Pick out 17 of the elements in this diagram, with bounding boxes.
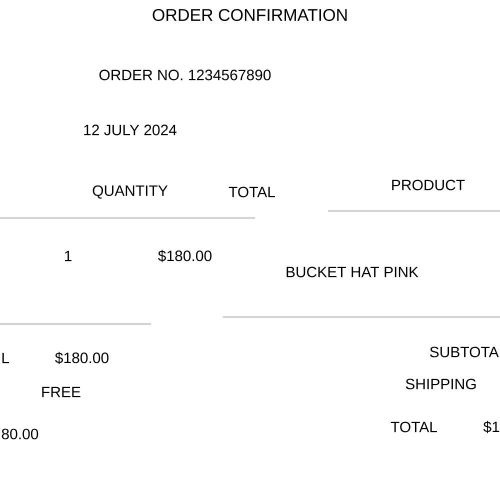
label-text: $180.00 xyxy=(55,352,108,364)
label-text: 12 JULY 2024 xyxy=(84,124,177,136)
label-text: BUCKET HAT PINK xyxy=(286,266,418,278)
label-text: TOTAL xyxy=(390,422,437,432)
label-text: $180.00 xyxy=(158,250,212,262)
label-text: L xyxy=(2,352,10,364)
label-text: SHIPPING xyxy=(406,378,476,390)
label-text: 80.00 xyxy=(2,428,38,440)
label-text: QUANTITY xyxy=(92,185,168,199)
label-text: TOTAL xyxy=(228,186,275,198)
label-text: ORDER NO. 1234567890 xyxy=(99,70,271,80)
label-text: FREE xyxy=(42,386,80,398)
label-text: 1 xyxy=(64,250,72,262)
label-text: PRODUCT xyxy=(392,180,465,190)
label-text: $1 xyxy=(483,420,500,434)
heading: ORDER CONFIRMATION xyxy=(152,8,347,22)
label-text: SUBTOTA xyxy=(430,346,499,358)
